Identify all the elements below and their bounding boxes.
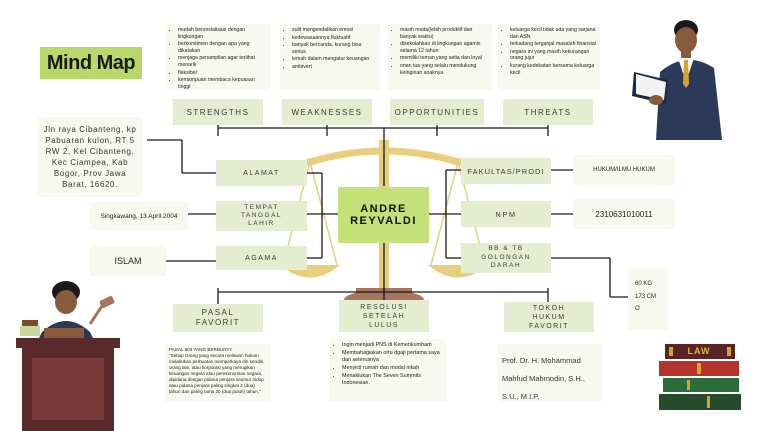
pasal-favorit-box: PASAL FAVORIT	[173, 304, 263, 332]
fakultas-value: HUKUM/ILMU HUKUM	[573, 155, 675, 185]
strengths-notes: mudah bersosialisasi dengan lingkungan b…	[166, 24, 270, 90]
threat-item: kurang kedekatan bersama keluarga kecil	[510, 63, 596, 76]
opportunity-item: masih muda(lebih produktif dan banyak wa…	[400, 27, 488, 40]
strength-item: menjaga penampilan agar terlihat menarik	[178, 55, 266, 68]
weakness-item: sulit mengendalikan emosi	[292, 27, 376, 34]
tokoh-favorit-box: TOKOH HUKUM FAVORIT	[504, 302, 594, 332]
weakness-item: banyak bercanda, kurang bisa serius	[292, 42, 376, 55]
fakultas-box: FAKULTAS/PRODI	[461, 158, 551, 184]
threats-notes: keluarga kecil tidak ada yang sarjana da…	[498, 24, 600, 90]
resolusi-notes: Ingin menjadi PNS di Kemenkumham Membaha…	[330, 339, 446, 401]
npm-value: 2310631010011	[573, 199, 675, 229]
bb-tb-box: BB & TB GOLONGAN DARAH	[461, 243, 551, 273]
weakness-item: kedewasaannya fluktuatif	[292, 35, 376, 42]
threat-item: keluarga kecil tidak ada yang sarjana da…	[510, 27, 596, 40]
opportunity-item: memiliki teman yang setia dan loyal	[400, 55, 488, 62]
law-books-illustration	[659, 344, 741, 410]
resolusi-item: Menyicil rumah dan modal nikah	[342, 365, 442, 372]
strengths-box: STRENGTHS	[173, 99, 263, 125]
weaknesses-label: WEAKNESSES	[291, 107, 363, 117]
center-name-line1: ANDRE	[360, 203, 407, 215]
opportunities-notes: masih muda(lebih produktif dan banyak wa…	[388, 24, 492, 90]
strength-item: kemampuan membaca kepuasan tinggi	[178, 77, 266, 90]
bb-tb-values: 60 KG 173 CM O	[628, 268, 668, 330]
weaknesses-box: WEAKNESSES	[282, 99, 372, 125]
person-reading-illustration	[632, 20, 722, 140]
strength-item: fleksibel	[178, 70, 266, 77]
tokoh-favorit-value: Prof. Dr. H. Mohammad Mahfud Mahmodin, S…	[498, 344, 602, 402]
opportunity-item: disekolahkan di lingkungan agamis selama…	[400, 41, 488, 54]
opportunities-box: OPPORTUNITIES	[390, 99, 484, 125]
law-books-label: LAW	[687, 345, 711, 356]
threats-box: THREATS	[503, 99, 593, 125]
strengths-label: STRENGTHS	[186, 107, 250, 117]
weakness-item: lemah dalam mengatur keuangan	[292, 56, 376, 63]
resolusi-item: Ingin menjadi PNS di Kemenkumham	[342, 342, 442, 349]
threat-item: negara ini yang masih kekurangan orang j…	[510, 49, 596, 62]
resolusi-item: Menaklukan The Seven Summits Indonesian.	[342, 373, 442, 387]
resolusi-item: Membahagiakan ortu dgaji pertama saya da…	[342, 350, 442, 364]
title-badge: Mind Map	[40, 47, 142, 79]
ttl-value: Singkawang, 13 April 2004	[90, 202, 188, 230]
weakness-item: ambivert	[292, 64, 376, 71]
page-title: Mind Map	[46, 51, 136, 74]
ttl-box: TEMPAT TANGGAL LAHIR	[216, 201, 307, 231]
npm-box: NPM	[461, 201, 551, 227]
agama-box: AGAMA	[216, 246, 307, 270]
agama-value: ISLAM	[90, 246, 166, 276]
judge-illustration	[16, 281, 120, 431]
weaknesses-notes: sulit mengendalikan emosi kedewasaannya …	[280, 24, 380, 90]
threat-item: terkadang terganjal masalah finansial	[510, 41, 596, 48]
strength-item: mudah bersosialisasi dengan lingkungan	[178, 27, 266, 40]
opportunities-label: OPPORTUNITIES	[394, 107, 480, 117]
strength-item: berkomitmen dengan apa yang dikatakan	[178, 41, 266, 54]
resolusi-box: RESOLUSI SETELAH LULUS	[339, 300, 429, 332]
alamat-box: ALAMAT	[216, 160, 307, 186]
opportunity-item: onan tua yang selalu mendukung keinginan…	[400, 63, 488, 76]
threats-label: THREATS	[524, 107, 572, 117]
center-name-box: ANDRE REYVALDI	[338, 187, 429, 243]
center-name-line2: REYVALDI	[350, 215, 417, 227]
pasal-favorit-text: PASAL 603 YANG BERBUNYI: "Setiap Orang y…	[165, 344, 271, 402]
address-text: Jln raya Cibanteng, kp Pabuaran kulon, R…	[38, 117, 142, 197]
